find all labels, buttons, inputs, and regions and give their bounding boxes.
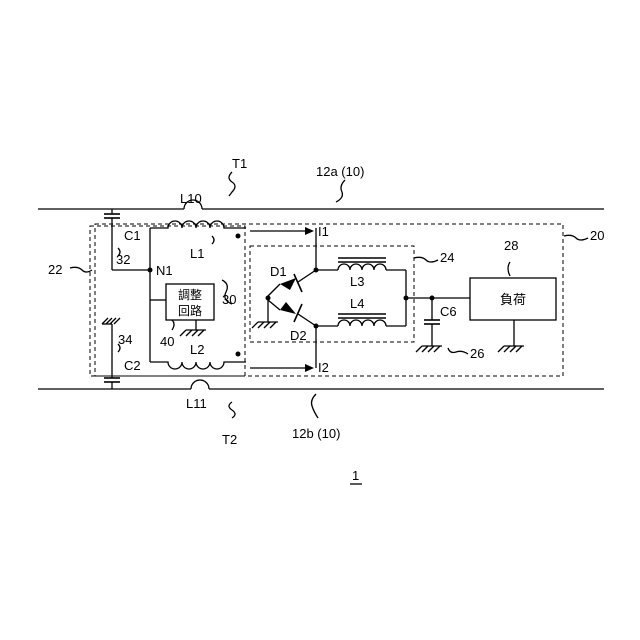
label-26: 26 xyxy=(470,346,484,361)
diode-ground xyxy=(252,296,278,329)
label-adj-line2: 回路 xyxy=(178,303,202,318)
transmission-line-a xyxy=(38,200,604,209)
label-l4: L4 xyxy=(350,296,364,311)
label-n1: N1 xyxy=(156,263,173,278)
label-c2: C2 xyxy=(124,358,141,373)
node-n1 xyxy=(148,268,153,273)
current-arrow-i2 xyxy=(250,364,314,372)
capacitor-c2 xyxy=(102,318,120,389)
label-d2: D2 xyxy=(290,328,307,343)
label-20: 20 xyxy=(590,228,604,243)
leader-40 xyxy=(172,320,174,330)
label-l10: L10 xyxy=(180,191,202,206)
leader-line-a xyxy=(336,180,345,202)
leader-line-b xyxy=(312,394,319,418)
label-24: 24 xyxy=(440,250,454,265)
label-c6: C6 xyxy=(440,304,457,319)
label-i2: I2 xyxy=(318,360,329,375)
label-28: 28 xyxy=(504,238,518,253)
label-22: 22 xyxy=(48,262,62,277)
label-d1: D1 xyxy=(270,264,287,279)
transmission-line-b xyxy=(38,380,604,389)
label-line-a: 12a (10) xyxy=(316,164,364,179)
label-t1: T1 xyxy=(232,156,247,171)
label-l3: L3 xyxy=(350,274,364,289)
label-figure-num: 1 xyxy=(352,468,359,483)
label-32: 32 xyxy=(116,252,130,267)
label-c1: C1 xyxy=(124,228,141,243)
leader-20 xyxy=(564,235,588,240)
leader-l1 xyxy=(212,236,214,244)
capacitor-c6 xyxy=(416,298,442,352)
leader-t2 xyxy=(229,402,235,418)
label-34: 34 xyxy=(118,332,132,347)
label-i1: I1 xyxy=(318,224,329,239)
leader-t1 xyxy=(229,172,235,196)
label-t2: T2 xyxy=(222,432,237,447)
leader-26 xyxy=(448,348,468,354)
leader-24 xyxy=(414,257,438,262)
label-l2: L2 xyxy=(190,342,204,357)
load-block xyxy=(470,278,556,352)
label-line-b: 12b (10) xyxy=(292,426,340,441)
frame-24 xyxy=(250,246,414,342)
current-arrow-i1 xyxy=(250,227,314,235)
label-30: 30 xyxy=(222,292,236,307)
label-adj-line1: 調整 xyxy=(178,287,202,302)
leader-22 xyxy=(70,267,92,272)
label-load: 負荷 xyxy=(500,293,526,308)
label-l1: L1 xyxy=(190,246,204,261)
label-40: 40 xyxy=(160,334,174,349)
label-l11: L11 xyxy=(186,396,207,411)
leader-28 xyxy=(508,262,510,276)
